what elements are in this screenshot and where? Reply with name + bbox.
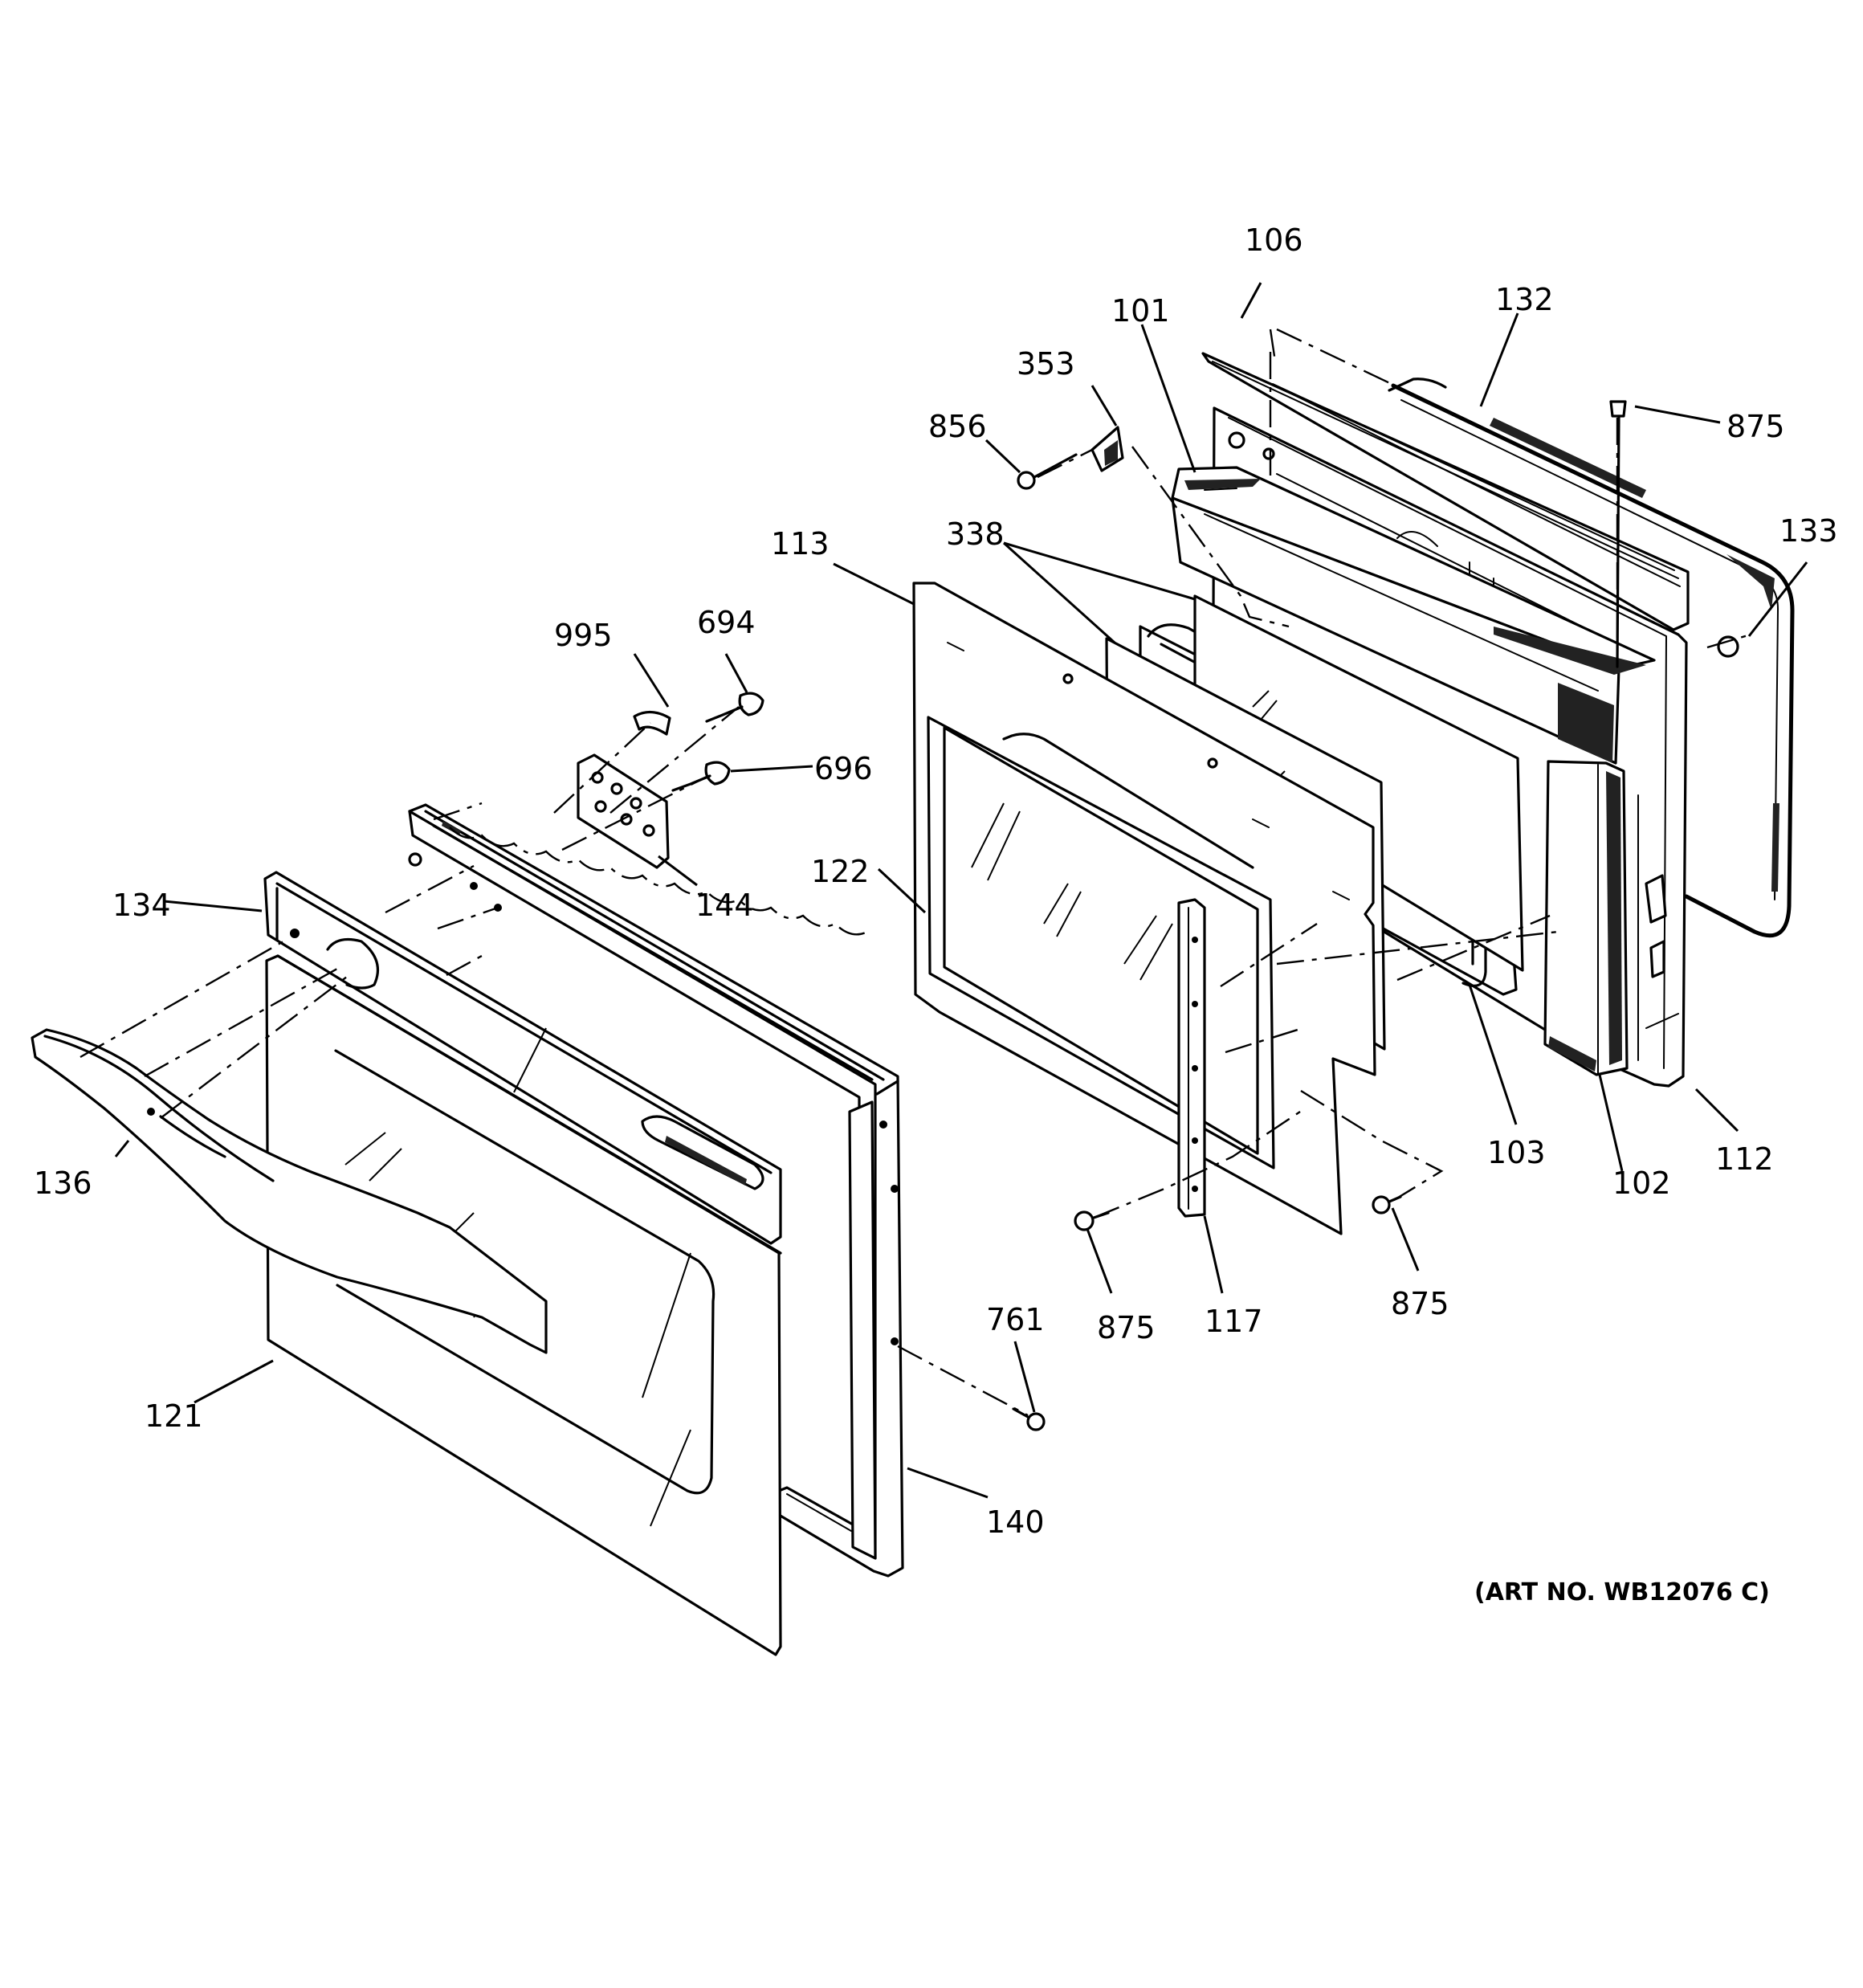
part-694-screw xyxy=(705,692,764,723)
callout-134: 134 xyxy=(112,888,171,923)
part-144-bracket xyxy=(577,753,670,869)
callout-113: 113 xyxy=(771,526,830,561)
part-761-screw xyxy=(1012,1407,1046,1431)
callout-696: 696 xyxy=(814,751,873,786)
callout-112: 112 xyxy=(1715,1141,1774,1177)
assembly-lines xyxy=(79,328,1751,1417)
callout-132: 132 xyxy=(1495,282,1554,317)
callout-140: 140 xyxy=(986,1504,1045,1540)
callout-102: 102 xyxy=(1612,1165,1671,1201)
callout-106: 106 xyxy=(1245,222,1303,258)
leader-lines xyxy=(114,282,1808,1499)
callout-144: 144 xyxy=(695,888,754,923)
part-106-top-strip xyxy=(1201,352,1690,631)
part-102-side-block xyxy=(1543,760,1629,1076)
callout-694: 694 xyxy=(697,605,756,640)
art-number: (ART NO. WB12076 C) xyxy=(1474,1578,1770,1606)
part-101-insulation xyxy=(1171,466,1656,765)
part-132-strip xyxy=(1388,378,1447,392)
callout-103: 103 xyxy=(1487,1135,1546,1170)
part-133-gasket xyxy=(1391,383,1795,938)
part-136-handle xyxy=(31,1028,548,1354)
part-353-clip xyxy=(1090,426,1124,472)
callout-117: 117 xyxy=(1205,1304,1263,1339)
callout-875-c: 875 xyxy=(1391,1286,1449,1321)
callout-122: 122 xyxy=(811,854,870,889)
callout-856: 856 xyxy=(928,409,987,444)
callout-338: 338 xyxy=(946,516,1005,552)
part-117-channel xyxy=(1177,898,1206,1218)
part-696-screw xyxy=(671,761,731,792)
callout-761: 761 xyxy=(986,1302,1045,1337)
callout-133: 133 xyxy=(1779,513,1838,549)
callout-121: 121 xyxy=(145,1398,203,1434)
callout-136: 136 xyxy=(34,1165,92,1201)
callout-labels: 106 132 101 353 856 875 133 338 113 995 … xyxy=(34,222,1838,1606)
part-856-screw xyxy=(1017,453,1078,490)
callout-875: 875 xyxy=(1726,409,1785,444)
callout-101: 101 xyxy=(1111,293,1170,329)
part-134-top-trim xyxy=(263,871,782,1245)
callout-995: 995 xyxy=(554,618,613,653)
part-995-clip xyxy=(633,710,671,736)
callout-875-b: 875 xyxy=(1097,1310,1156,1345)
callout-353: 353 xyxy=(1017,346,1075,382)
